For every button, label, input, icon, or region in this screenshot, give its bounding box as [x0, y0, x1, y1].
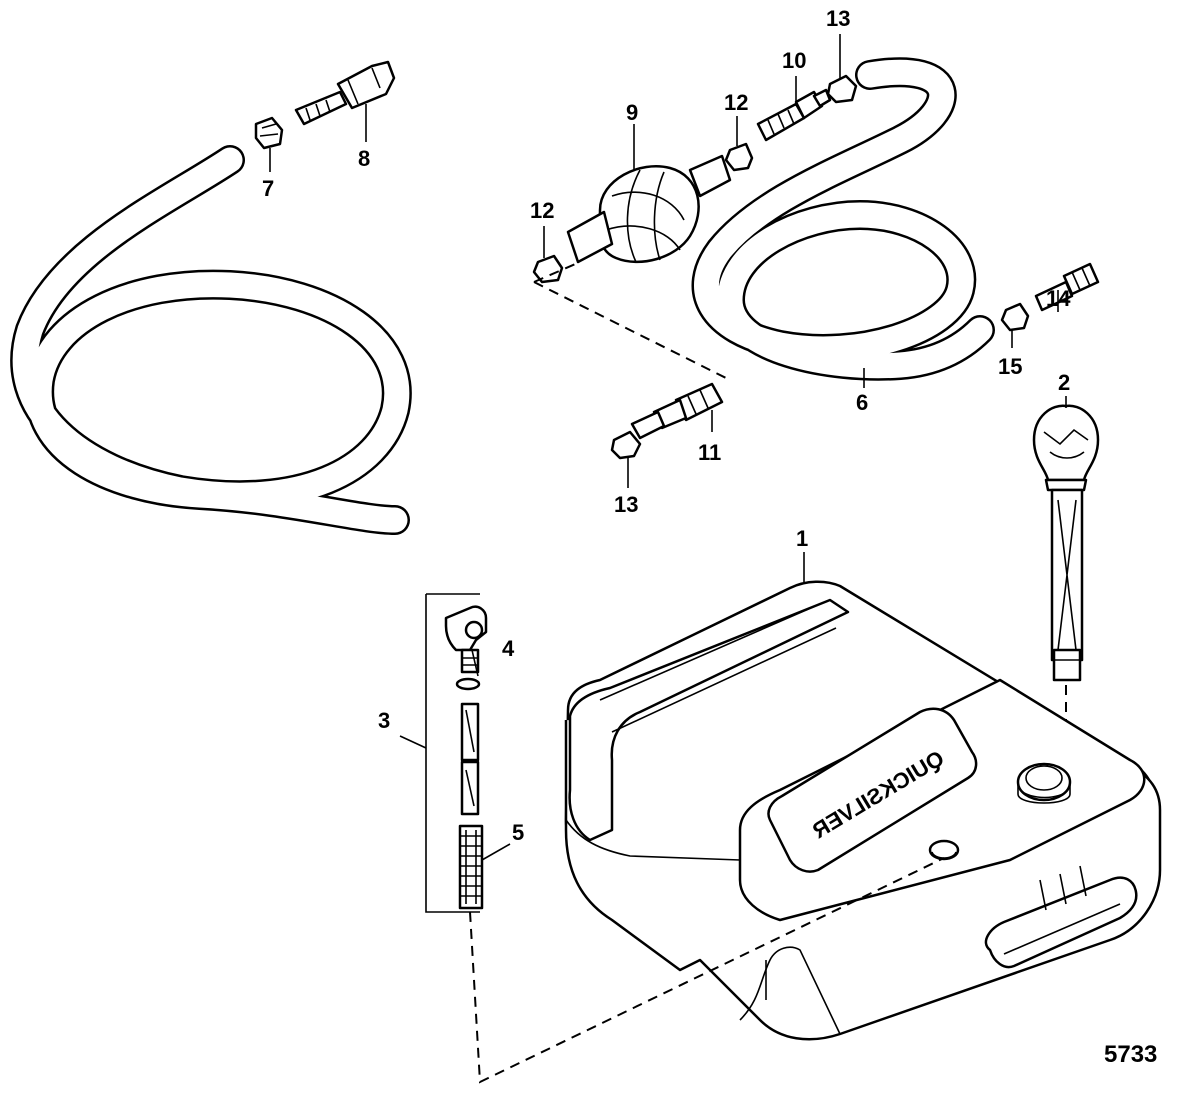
callout-15: 15 [998, 354, 1022, 379]
callout-6: 6 [856, 390, 868, 415]
hose-fitting-14 [1034, 262, 1100, 312]
quick-connect-fitting-8 [294, 60, 396, 126]
hose-clamp-7 [254, 116, 284, 150]
assembly-line-12-11 [533, 281, 731, 381]
callout-12-left: 12 [530, 198, 554, 223]
hose-connector-11 [630, 382, 724, 440]
assembly-line-3-1 [469, 857, 945, 1084]
fuel-gauge-2 [1032, 404, 1100, 682]
assembly-line-11-12 [533, 261, 581, 283]
o-ring-4 [455, 677, 481, 691]
callout-3: 3 [378, 708, 390, 733]
filter-screen-5 [458, 824, 484, 910]
primer-bulb-9 [566, 154, 732, 264]
tank-handle-recess [984, 876, 1138, 969]
callout-11: 11 [698, 440, 721, 465]
callout-numbers: 1 2 3 4 5 6 7 8 9 10 11 12 12 13 13 14 1… [262, 6, 1157, 1068]
hose-connector-10 [756, 88, 832, 142]
figure-number: 5733 [1104, 1041, 1157, 1068]
leader-lines [269, 34, 1067, 861]
portable-fuel-tank-1: QUICKSILVER [564, 580, 1162, 1041]
hose-clamp-15 [1000, 302, 1030, 332]
callout-8: 8 [358, 146, 370, 171]
callout-7: 7 [262, 176, 274, 201]
callout-4: 4 [502, 636, 515, 661]
hose-clamp-13-top [826, 74, 858, 104]
callout-12-right: 12 [724, 90, 748, 115]
hose-clamp-12-left [532, 254, 564, 284]
callout-9: 9 [626, 100, 638, 125]
coiled-fuel-hose-left [10, 145, 412, 535]
callout-10: 10 [782, 48, 806, 73]
callout-2: 2 [1058, 370, 1070, 395]
callout-5: 5 [512, 820, 524, 845]
tank-pickup-port [928, 839, 960, 861]
callout-13-top: 13 [826, 6, 850, 31]
fuel-pickup-assembly-3 [425, 593, 488, 913]
callout-13-bottom: 13 [614, 492, 638, 517]
callout-1: 1 [796, 526, 808, 551]
hose-clamp-12-right [724, 142, 754, 172]
callout-14: 14 [1046, 286, 1071, 311]
hose-clamp-13-bottom [610, 430, 642, 460]
fuel-line-hose-6 [691, 57, 995, 381]
